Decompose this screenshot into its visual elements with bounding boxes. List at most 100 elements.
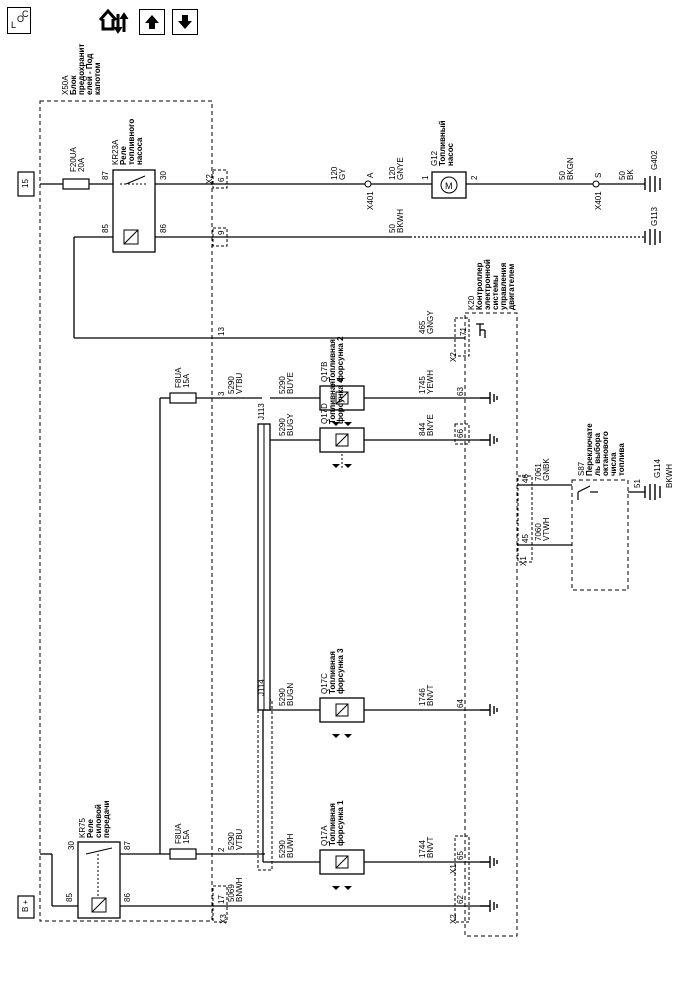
relay-kr23a: [112, 169, 156, 253]
k20-name-2: электронной: [483, 259, 492, 310]
pin-45: 45: [521, 534, 530, 543]
q17b-name-1: Топливная: [328, 339, 337, 382]
arrow-up-button[interactable]: [139, 9, 165, 35]
kr75-p87: 87: [123, 841, 132, 850]
s87-id: S87: [577, 461, 586, 476]
svg-text:M: M: [445, 181, 453, 191]
conn-x401-a: X401: [366, 191, 375, 210]
j113-label: J113: [257, 403, 266, 420]
w50b-color: BK: [626, 169, 635, 180]
w1745-color: YEWH: [426, 370, 435, 394]
connector-x401-s: [592, 180, 600, 188]
conn-x2-a: X2: [205, 174, 214, 184]
w50c-num: 50: [388, 224, 397, 233]
w5290bugy-num: 5290: [278, 418, 287, 436]
conn-x401-s: X401: [594, 191, 603, 210]
pin-71: 71: [459, 327, 468, 336]
pin-a: A: [366, 172, 375, 178]
j114-label: J114: [257, 679, 266, 696]
s87-name-1: Переключате: [585, 423, 594, 476]
injector-q17b: [319, 385, 365, 426]
svg-text:O: O: [17, 14, 24, 24]
arrow-up-icon: [145, 15, 159, 29]
kr23-id: KR23A: [111, 139, 120, 165]
box-15: [17, 171, 35, 197]
fuse-f8-bot-rating: 15A: [182, 829, 191, 844]
conn-x1-a: X1: [519, 556, 528, 566]
kr23-p85: 85: [101, 224, 110, 233]
w7061-num: 7061: [534, 463, 543, 481]
kr23-p87: 87: [101, 171, 110, 180]
relay-kr75: [77, 841, 121, 919]
wires: [40, 183, 645, 907]
pin-6: 6: [217, 177, 226, 182]
svg-text:L: L: [11, 20, 16, 30]
w51-color: BKWH: [665, 464, 674, 488]
w5069-color: BNWH: [235, 877, 244, 902]
q17b-id: Q17B: [320, 362, 329, 382]
w5290a-num: 5290: [227, 376, 236, 394]
w465-num: 465: [418, 320, 427, 334]
switch-outline: [571, 479, 629, 591]
conn-x2-c: X2: [449, 914, 458, 924]
block-name-4: капотом: [93, 62, 102, 95]
w7060-color: VTWH: [542, 517, 551, 541]
ground-g113: G113: [650, 206, 659, 226]
w5290bugn-num: 5290: [278, 688, 287, 706]
arrow-down-button[interactable]: [172, 9, 198, 35]
w7060-num: 7060: [534, 523, 543, 541]
injector-q17d: [319, 427, 365, 470]
pin-62: 62: [456, 895, 465, 904]
w5290bugn-color: BUGN: [286, 683, 295, 706]
w120b-color: GNYE: [396, 157, 405, 180]
q17c-name-1: Топливная: [328, 651, 337, 694]
pin-2: 2: [217, 847, 226, 852]
fuse-f20ua: [62, 178, 90, 190]
pin-64: 64: [456, 699, 465, 708]
block-id: X50A: [61, 75, 70, 95]
arrow-down-icon: [178, 15, 192, 29]
kr75-name-1: Реле: [86, 818, 95, 838]
fuse-f8ua-bottom: [169, 848, 197, 860]
pin-3: 3: [217, 391, 226, 396]
kr75-p85: 85: [65, 893, 74, 902]
w844-num: 844: [418, 422, 427, 436]
ground-g114: G114: [653, 458, 662, 478]
kr75-p86: 86: [123, 893, 132, 902]
kr23-name-3: насоса: [135, 137, 144, 165]
home-with-arrows-icon[interactable]: [96, 6, 130, 38]
kr23-p86: 86: [159, 224, 168, 233]
connector-x401-a: [364, 180, 372, 188]
w120a-color: GY: [338, 168, 347, 180]
box-bplus: [17, 895, 35, 919]
box-15-label: 15: [21, 179, 30, 188]
k20-id: K20: [467, 295, 476, 310]
kr23-name-2: топливного: [127, 119, 136, 165]
locator-icon: L O C: [11, 9, 29, 30]
pin-13: 13: [217, 327, 226, 336]
s87-name-4: числа: [609, 452, 618, 476]
pump-name-1: Топливный: [438, 120, 447, 166]
w5290buwh-num: 5290: [278, 840, 287, 858]
conn-x2-b: X2: [449, 352, 458, 362]
block-name-3: елей - Под: [85, 53, 94, 95]
fuel-pump-g12: M: [431, 171, 467, 199]
w465-color: GNGY: [426, 310, 435, 334]
q17b-name-2: форсунка 2: [336, 336, 345, 382]
q17d-name-2: форсунка 4: [336, 378, 345, 424]
w5290b-color: VTBU: [235, 828, 244, 850]
conn-x3: X3: [219, 914, 228, 924]
w1744-color: BNVT: [426, 837, 435, 858]
toolbar: L O C: [0, 0, 700, 44]
w50c-color: BKWH: [396, 209, 405, 233]
pin-17: 17: [217, 895, 226, 904]
q17d-name-1: Топливная: [328, 381, 337, 424]
w7061-color: GNBK: [542, 458, 551, 481]
locator-button[interactable]: L O C: [7, 7, 31, 34]
pin-9: 9: [217, 230, 226, 235]
pin-65: 65: [456, 851, 465, 860]
w50a-color: BKGN: [566, 157, 575, 180]
controller-outline: [464, 312, 518, 937]
block-name-2: предохранит: [77, 44, 86, 95]
fuse-f20-id: F20UA: [69, 146, 78, 172]
